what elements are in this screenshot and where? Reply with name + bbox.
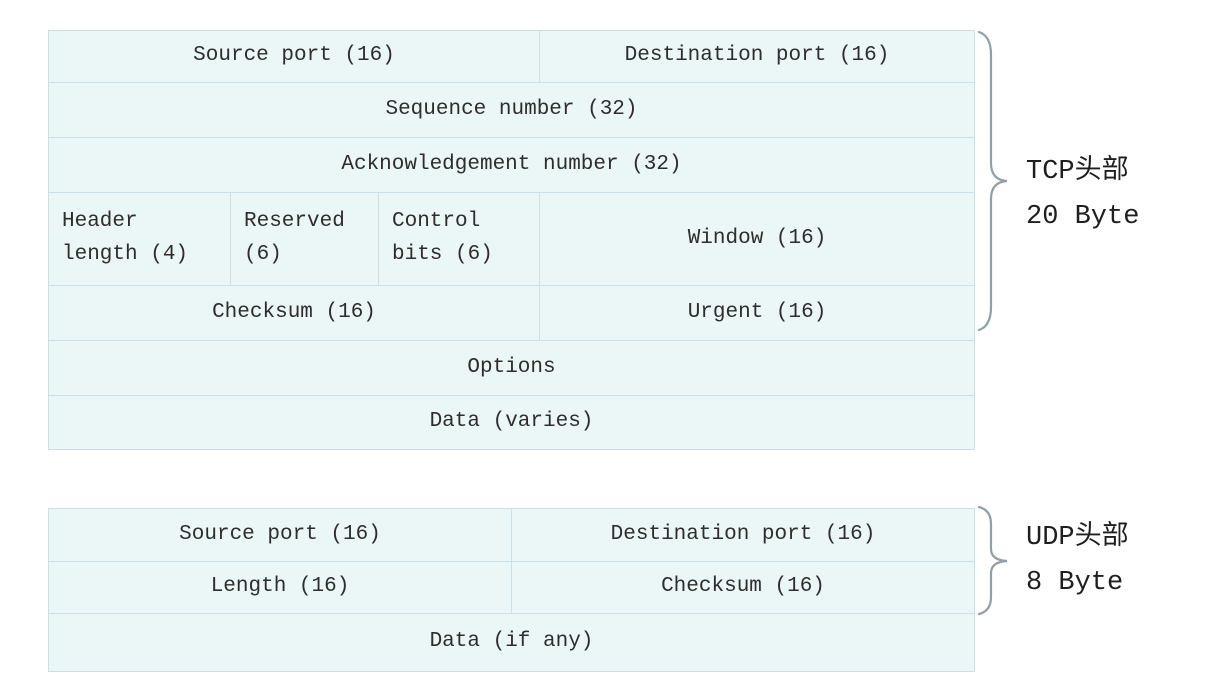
tcp-header-size-label-line1: TCP头部 bbox=[1026, 157, 1129, 187]
tcp-control-bits-cell: Control bits (6) bbox=[379, 193, 539, 285]
tcp-header-size-label-line2: 20 Byte bbox=[1026, 202, 1140, 232]
tcp-destination-port-cell: Destination port (16) bbox=[540, 31, 974, 82]
tcp-window-cell: Window (16) bbox=[540, 193, 974, 285]
tcp-sequence-number-cell: Sequence number (32) bbox=[49, 83, 974, 137]
udp-data-cell: Data (if any) bbox=[49, 614, 974, 671]
tcp-header-size-label: TCP头部 20 Byte bbox=[1026, 150, 1139, 240]
tcp-header-table: Source port (16) Destination port (16) S… bbox=[48, 30, 975, 450]
tcp-reserved-cell: Reserved (6) bbox=[231, 193, 378, 285]
udp-brace-icon bbox=[977, 505, 1008, 616]
udp-header-size-label-line1: UDP头部 bbox=[1026, 523, 1129, 553]
tcp-header-length-cell: Header length (4) bbox=[49, 193, 230, 285]
tcp-checksum-cell: Checksum (16) bbox=[49, 286, 539, 340]
tcp-brace-icon bbox=[977, 30, 1008, 332]
tcp-options-cell: Options bbox=[49, 341, 974, 395]
udp-header-table: Source port (16) Destination port (16) L… bbox=[48, 508, 975, 672]
udp-destination-port-cell: Destination port (16) bbox=[512, 509, 974, 561]
tcp-acknowledgement-number-cell: Acknowledgement number (32) bbox=[49, 138, 974, 192]
udp-source-port-cell: Source port (16) bbox=[49, 509, 511, 561]
udp-checksum-cell: Checksum (16) bbox=[512, 562, 974, 613]
tcp-source-port-cell: Source port (16) bbox=[49, 31, 539, 82]
tcp-data-cell: Data (varies) bbox=[49, 396, 974, 449]
udp-header-size-label-line2: 8 Byte bbox=[1026, 568, 1124, 598]
tcp-urgent-cell: Urgent (16) bbox=[540, 286, 974, 340]
udp-length-cell: Length (16) bbox=[49, 562, 511, 613]
udp-header-size-label: UDP头部 8 Byte bbox=[1026, 516, 1129, 606]
